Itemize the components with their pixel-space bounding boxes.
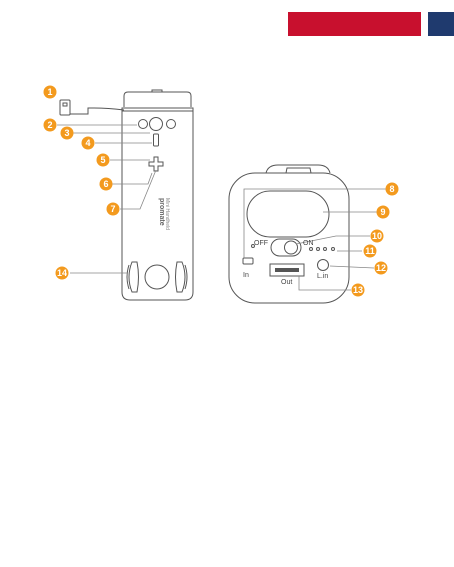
micro-usb-port-icon — [243, 258, 253, 264]
callout-number: 10 — [372, 231, 382, 241]
small-button-right-icon — [167, 120, 176, 129]
switch-on-label: ON — [303, 240, 314, 247]
callout-number: 14 — [57, 268, 67, 278]
callout-number: 8 — [389, 184, 394, 194]
line-in-jack-icon — [318, 260, 329, 271]
callout-number: 11 — [365, 246, 375, 256]
callout-number: 3 — [64, 128, 69, 138]
callout-number: 13 — [353, 285, 363, 295]
small-button-left-icon — [139, 120, 148, 129]
callout-number: 2 — [47, 120, 52, 130]
port-in-label: In — [243, 272, 249, 279]
led-indicator-icon — [310, 248, 313, 251]
callout-number: 7 — [110, 204, 115, 214]
front-view-device — [60, 90, 193, 300]
usb-cable-icon — [60, 100, 70, 115]
volume-plus-icon — [149, 157, 163, 171]
power-button-icon — [150, 118, 163, 131]
callout-number: 9 — [380, 207, 385, 217]
led-indicator-icon — [317, 248, 320, 251]
callout-number: 12 — [376, 263, 386, 273]
volume-minus-icon — [154, 134, 159, 146]
switch-off-label: OFF — [254, 240, 268, 247]
power-switch — [271, 239, 301, 256]
led-indicator-icon — [332, 248, 335, 251]
device-brand-sub: Mini Handheld — [164, 198, 170, 230]
led-indicator-icon — [324, 248, 327, 251]
device-brand: promate — [158, 198, 165, 226]
speaker-grille-icon — [247, 191, 329, 237]
callout-number: 5 — [100, 155, 105, 165]
callout-number: 1 — [47, 87, 52, 97]
port-lin-label: L.in — [317, 273, 328, 280]
callout-number: 6 — [103, 179, 108, 189]
speaker-grille-center-icon — [145, 265, 169, 289]
callout-number: 4 — [85, 138, 90, 148]
port-out-label: Out — [281, 279, 292, 286]
